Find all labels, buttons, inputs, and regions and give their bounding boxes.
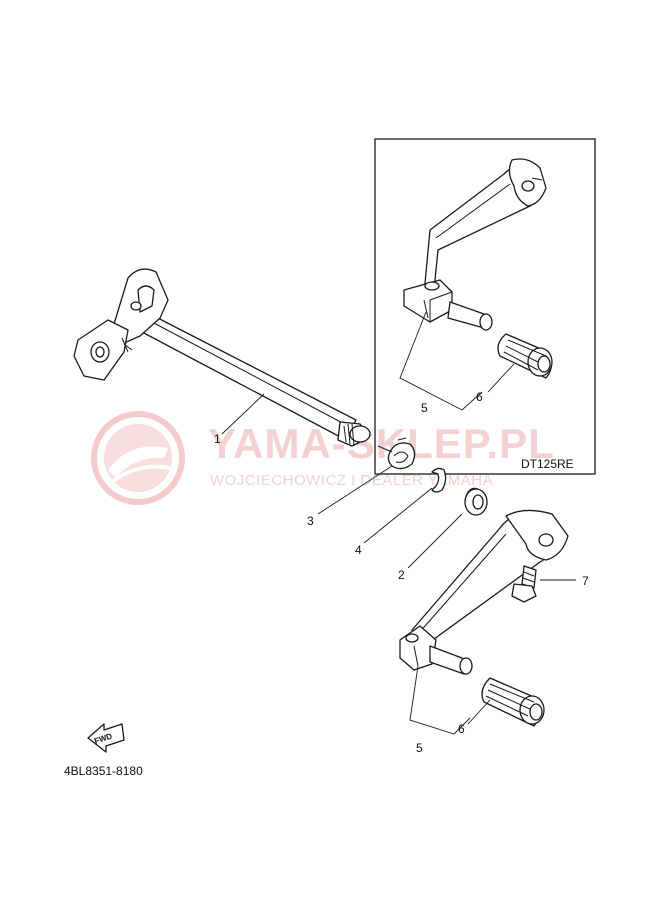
pedal-bolt: 7 [511,565,589,603]
callout-1: 1 [214,432,221,446]
watermark-brand: YAMA-SKLEP.PL [208,420,555,467]
inset-footpeg-rubber [497,333,553,379]
circlip: 4 [355,467,447,557]
shift-shaft: 1 [73,268,371,447]
return-spring: 3 [307,437,416,528]
diagram-code: 4BL8351-8180 [64,764,143,778]
callout-7: 7 [582,574,589,588]
callout-5-main: 5 [416,741,423,755]
watermark: YAMA-SKLEP.PL WOJCIECHOWICZ I DEALER YAM… [91,411,555,505]
callout-2: 2 [398,568,405,582]
watermark-logo-icon [91,411,185,505]
callout-6-inset: 6 [476,390,483,404]
callout-4: 4 [355,543,362,557]
inset-model-label: DT125RE [521,457,574,471]
fwd-arrow-icon: FWD [87,723,125,753]
callout-3: 3 [307,514,314,528]
washer: 2 [398,487,488,582]
footpeg-rubber [481,677,545,727]
inset-shift-pedal [403,158,547,331]
inset-box: DT125RE 5 6 [374,138,596,475]
watermark-tagline: WOJCIECHOWICZ I DEALER YAMAHA [210,472,493,489]
callout-5-inset: 5 [421,401,428,415]
shift-pedal [399,509,569,675]
callout-6-main: 6 [458,722,465,736]
